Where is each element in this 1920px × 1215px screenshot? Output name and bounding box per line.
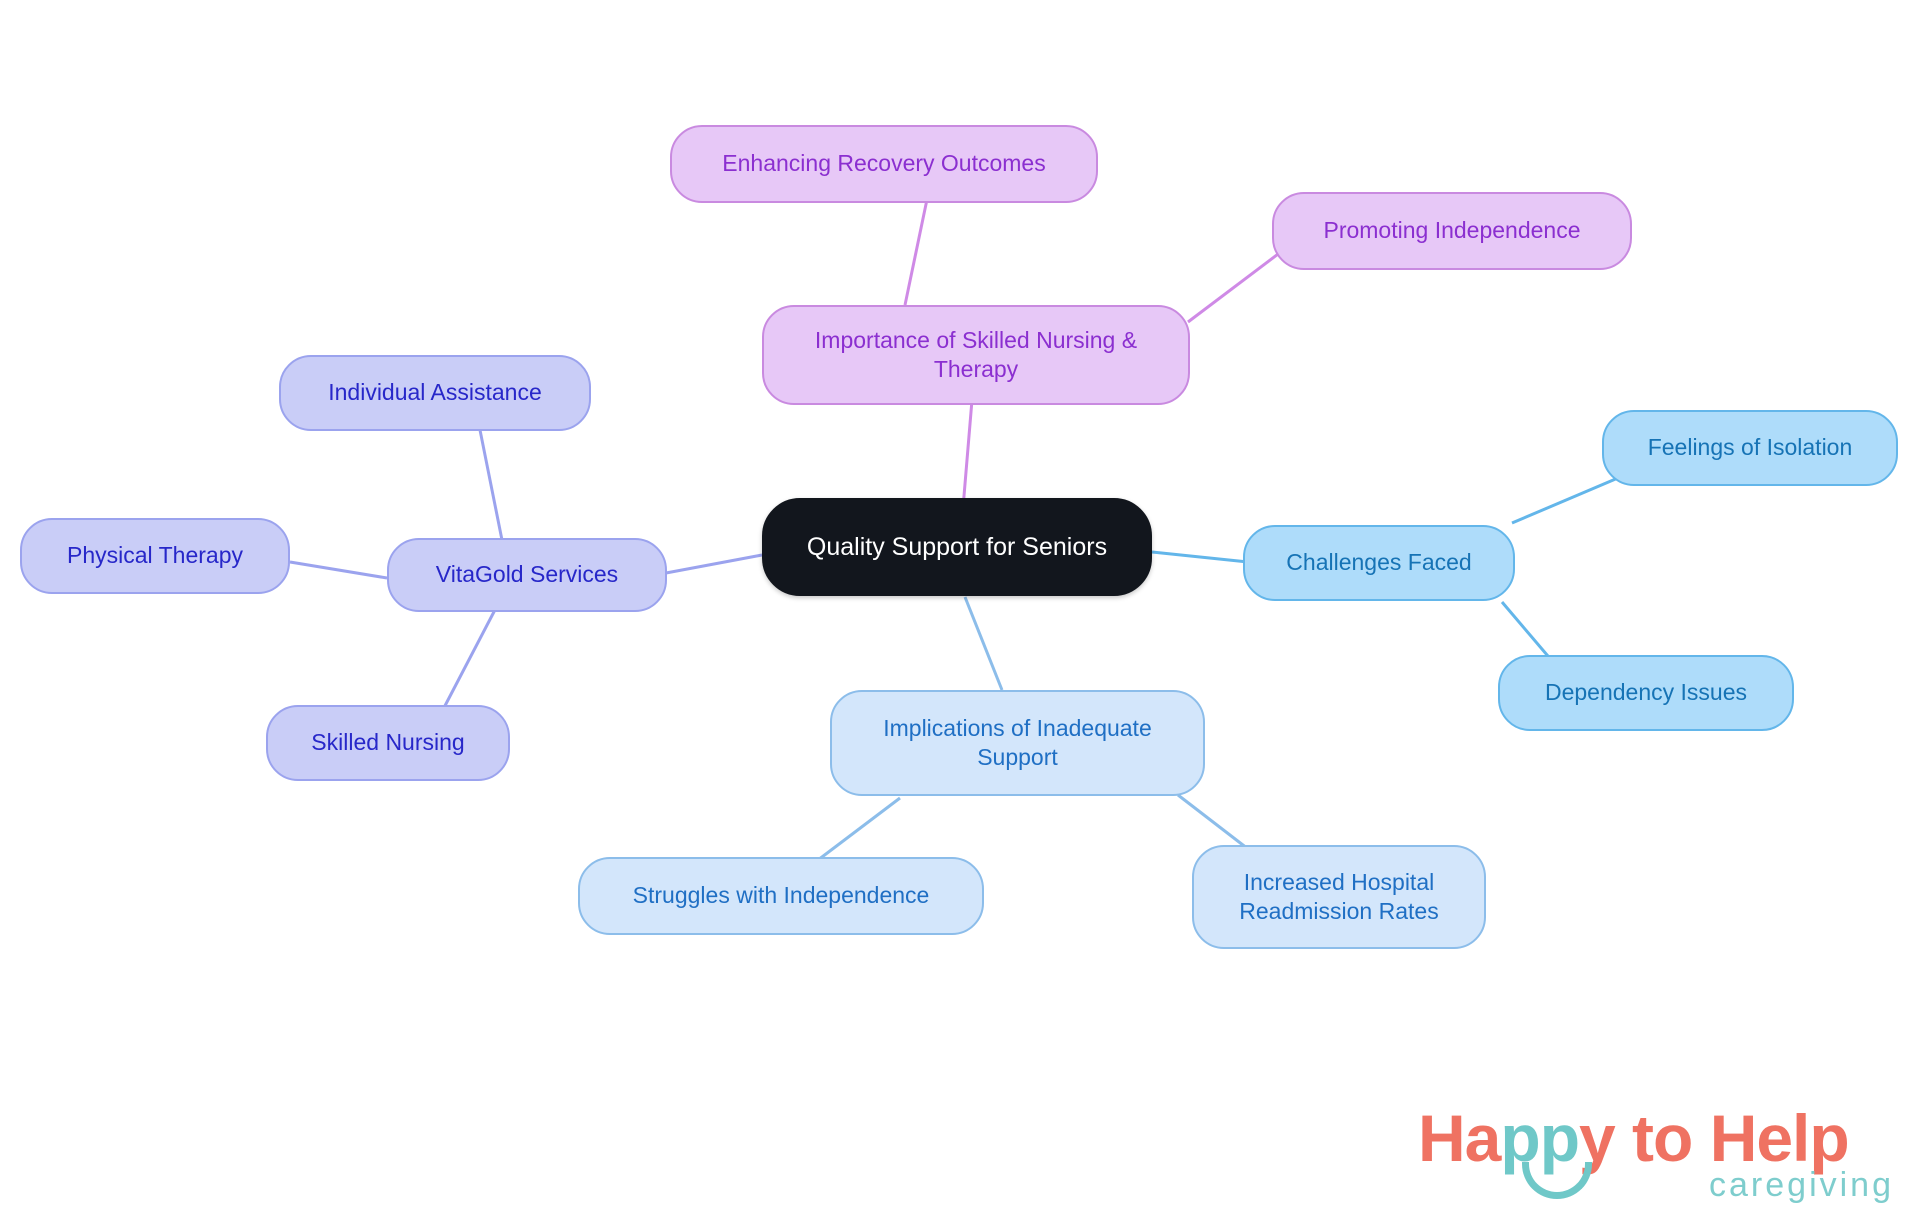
mindmap-node-skilled-nursing[interactable]: Skilled Nursing	[266, 705, 510, 781]
smile-icon	[1522, 1162, 1592, 1199]
mindmap-node-implications-of-inadequate-support[interactable]: Implications of Inadequate Support	[830, 690, 1205, 796]
edge-root-importance	[961, 399, 974, 509]
brand-wordmark: Happy to Help	[1418, 1100, 1850, 1176]
mindmap-node-individual-assistance[interactable]: Individual Assistance	[279, 355, 591, 431]
mindmap-node-vitagold-services[interactable]: VitaGold Services	[387, 538, 667, 612]
brand-tagline: caregiving	[1709, 1166, 1894, 1204]
brand-logo: Happy to Help caregiving	[1418, 1100, 1898, 1208]
edge-importance-promoting-independence	[1187, 243, 1291, 324]
mindmap-node-promoting-independence[interactable]: Promoting Independence	[1272, 192, 1632, 270]
mindmap-node-challenges-faced[interactable]: Challenges Faced	[1243, 525, 1515, 601]
brand-wordmark-part-1: Ha	[1418, 1101, 1501, 1175]
mindmap-node-dependency-issues[interactable]: Dependency Issues	[1498, 655, 1794, 731]
mindmap-node-struggles-with-independence[interactable]: Struggles with Independence	[578, 857, 984, 935]
edge-vitagold-skilled-nursing	[434, 605, 499, 724]
mindmap-node-feelings-of-isolation[interactable]: Feelings of Isolation	[1602, 410, 1898, 486]
brand-wordmark-part-2: y to Help	[1579, 1101, 1850, 1175]
mindmap-node-enhancing-recovery-outcomes[interactable]: Enhancing Recovery Outcomes	[670, 125, 1098, 203]
mindmap-root-node[interactable]: Quality Support for Seniors	[762, 498, 1152, 596]
edge-vitagold-individual-assistance	[476, 419, 504, 541]
edge-implications-readmission-rates	[1177, 793, 1253, 854]
edge-implications-struggles-independence	[817, 796, 901, 862]
edge-root-vitagold	[665, 553, 763, 575]
edge-vitagold-physical-therapy	[289, 560, 388, 580]
edge-root-challenges	[1151, 550, 1249, 564]
edge-importance-enhancing-recovery	[903, 184, 932, 306]
mindmap-node-physical-therapy[interactable]: Physical Therapy	[20, 518, 290, 594]
mindmap-node-importance-of-skilled-nursing-therapy[interactable]: Importance of Skilled Nursing & Therapy	[762, 305, 1190, 405]
edge-challenges-feelings-isolation	[1511, 473, 1626, 525]
mindmap-node-increased-hospital-readmission-rates[interactable]: Increased Hospital Readmission Rates	[1192, 845, 1486, 949]
edge-root-implications	[963, 596, 1004, 691]
